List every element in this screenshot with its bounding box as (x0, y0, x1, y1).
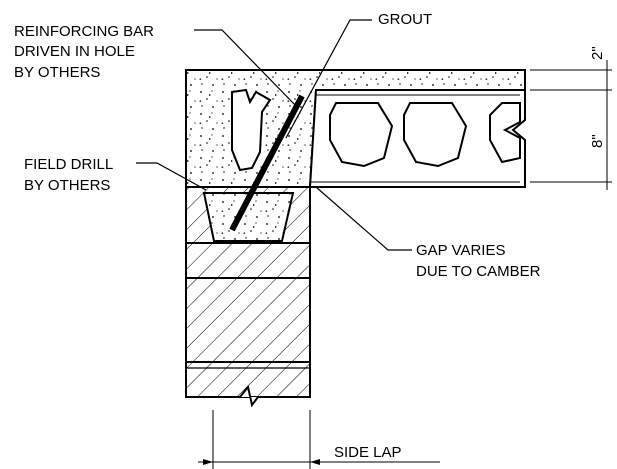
core-2 (403, 102, 468, 168)
gap-label-2: DUE TO CAMBER (416, 263, 541, 280)
reinforcing-bar (229, 94, 305, 232)
core-1 (329, 102, 394, 168)
plank-keyway (231, 88, 272, 172)
core-3 (489, 102, 521, 164)
reinforcing-bar-label-1: REINFORCING BAR (14, 23, 154, 40)
plank-dimension: 8" (589, 134, 606, 148)
dimension-bottom (198, 410, 440, 469)
leader-lines (136, 19, 412, 251)
field-drill-label-2: BY OTHERS (24, 177, 110, 194)
grout-label: GROUT (378, 11, 432, 28)
reinforcing-bar-label-2: DRIVEN IN HOLE (14, 43, 135, 60)
field-drill-label-1: FIELD DRILL (24, 156, 113, 173)
side-lap-label: SIDE LAP (334, 444, 402, 461)
topping-dimension: 2" (589, 46, 606, 60)
masonry-wall (185, 186, 311, 408)
gap-label-1: GAP VARIES (416, 242, 505, 259)
reinforcing-bar-label-3: BY OTHERS (14, 64, 100, 81)
hollow-core-plank (231, 88, 526, 188)
dimension-right: 2" 8" (530, 46, 612, 190)
